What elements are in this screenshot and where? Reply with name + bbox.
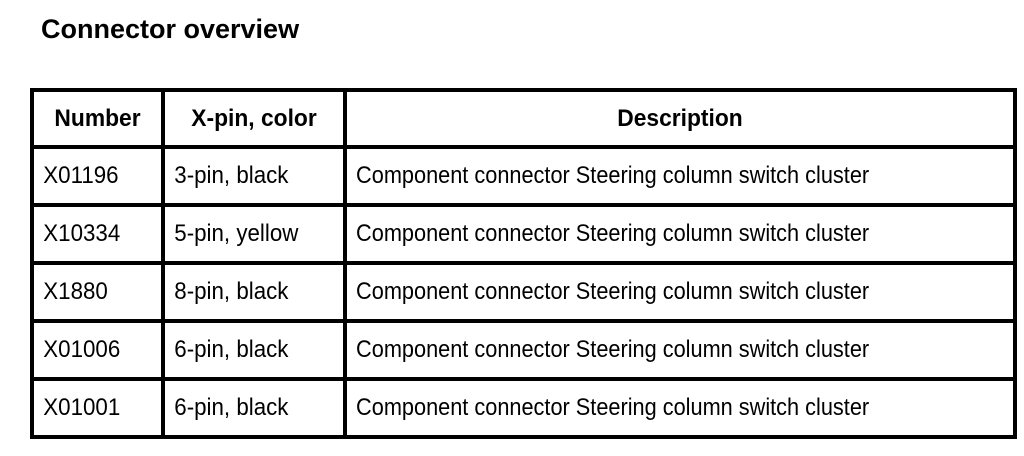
cell-description: Component connector Steering column swit… (343, 319, 1017, 381)
cell-xpin-color-value: 6-pin, black (174, 336, 289, 363)
table-header: Number X-pin, color Description (30, 88, 1017, 149)
cell-xpin-color: 5-pin, yellow (161, 203, 347, 265)
column-header-number-label: Number (54, 104, 141, 132)
table-row: X01006 6-pin, black Component connector … (30, 319, 1017, 381)
cell-description-value: Component connector Steering column swit… (356, 162, 870, 189)
column-header-xpin-color: X-pin, color (161, 88, 347, 149)
cell-number-value: X10334 (43, 220, 121, 247)
cell-description: Component connector Steering column swit… (343, 145, 1017, 207)
cell-description: Component connector Steering column swit… (343, 261, 1017, 323)
cell-xpin-color: 6-pin, black (161, 319, 347, 381)
cell-description: Component connector Steering column swit… (343, 203, 1017, 265)
cell-number: X10334 (30, 203, 165, 265)
table-row: X10334 5-pin, yellow Component connector… (30, 203, 1017, 265)
page-title: Connector overview (41, 14, 300, 44)
column-header-description: Description (343, 88, 1017, 149)
cell-description: Component connector Steering column swit… (343, 377, 1017, 439)
cell-xpin-color: 3-pin, black (161, 145, 347, 207)
cell-xpin-color-value: 5-pin, yellow (174, 220, 299, 247)
column-header-description-label: Description (617, 104, 743, 132)
cell-description-value: Component connector Steering column swit… (356, 394, 870, 421)
cell-description-value: Component connector Steering column swit… (356, 220, 870, 247)
table-header-row: Number X-pin, color Description (30, 88, 1017, 149)
cell-number: X01006 (30, 319, 165, 381)
table-row: X01196 3-pin, black Component connector … (30, 145, 1017, 207)
cell-xpin-color: 6-pin, black (161, 377, 347, 439)
cell-number: X01196 (30, 145, 165, 207)
cell-xpin-color-value: 3-pin, black (174, 162, 289, 189)
cell-number-value: X1880 (43, 278, 108, 305)
cell-number: X01001 (30, 377, 165, 439)
table-row: X01001 6-pin, black Component connector … (30, 377, 1017, 439)
cell-number-value: X01006 (43, 336, 121, 363)
cell-xpin-color-value: 6-pin, black (174, 394, 289, 421)
cell-description-value: Component connector Steering column swit… (356, 278, 870, 305)
cell-number-value: X01196 (43, 162, 119, 189)
connector-overview-table: Number X-pin, color Description X01196 (30, 88, 1017, 439)
table-body: X01196 3-pin, black Component connector … (30, 145, 1017, 439)
column-header-xpin-color-label: X-pin, color (191, 104, 317, 132)
cell-xpin-color-value: 8-pin, black (174, 278, 289, 305)
cell-description-value: Component connector Steering column swit… (356, 336, 870, 363)
column-header-number: Number (30, 88, 165, 149)
cell-xpin-color: 8-pin, black (161, 261, 347, 323)
cell-number-value: X01001 (43, 394, 121, 421)
cell-number: X1880 (30, 261, 165, 323)
table-row: X1880 8-pin, black Component connector S… (30, 261, 1017, 323)
connector-overview-table-wrapper: Number X-pin, color Description X01196 (30, 88, 1017, 439)
